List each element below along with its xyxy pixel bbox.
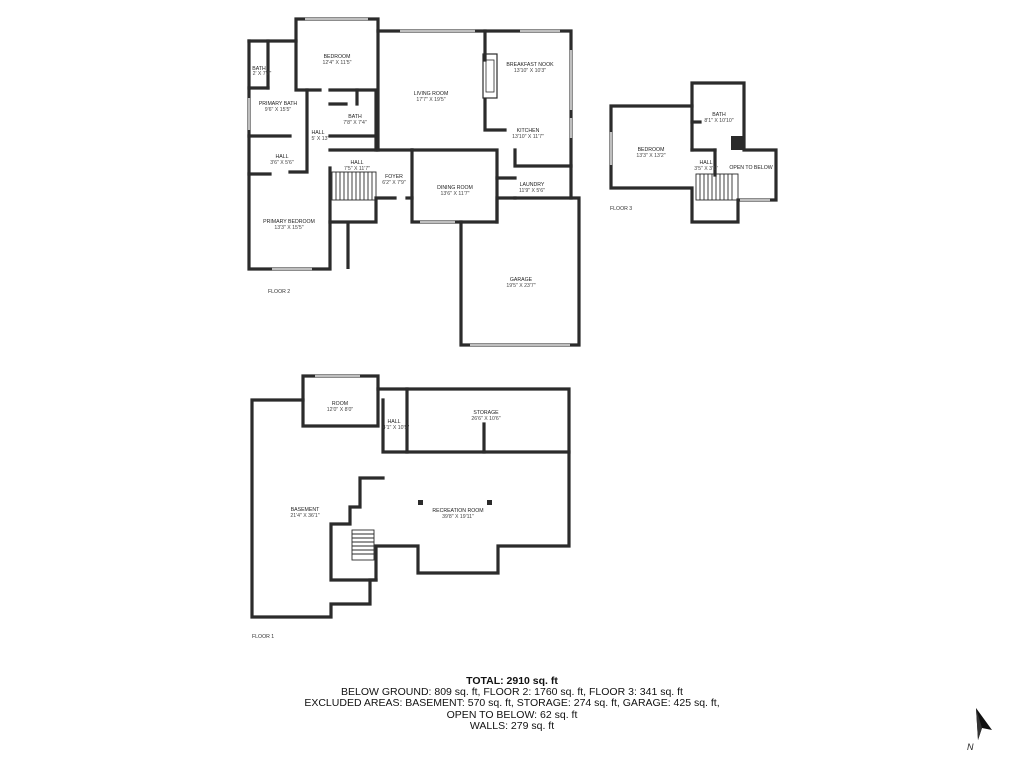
north-arrow-icon	[976, 708, 992, 740]
room-dims: 7'5" X 11'7"	[344, 166, 370, 172]
room-labels: BEDROOM 12'4" X 11'5" BATH 2' X 7'7" PRI…	[252, 54, 773, 640]
room-dims: 9'6" X 15'5"	[265, 107, 292, 113]
room-name: KITCHEN	[517, 128, 540, 134]
room-name: HALL	[388, 419, 401, 425]
room-dims: 3'6" X 5'6"	[270, 160, 294, 166]
room-name: BASEMENT	[291, 507, 320, 513]
room-dims: 8'1" X 10'10"	[704, 118, 733, 124]
room-name: HALL	[276, 154, 289, 160]
floor-2-plan	[247, 17, 581, 347]
room-name: OPEN TO BELOW	[729, 165, 772, 171]
room-dims: 13'3" X 15'5"	[274, 225, 303, 231]
room-dims: 17'7" X 19'5"	[416, 97, 445, 103]
room-name: BATH	[348, 114, 362, 120]
room-name: PRIMARY BATH	[259, 101, 298, 107]
room-name: ROOM	[332, 401, 348, 407]
room-name: RECREATION ROOM	[432, 508, 483, 514]
room-name: HALL	[700, 160, 713, 166]
floor-3-plan	[609, 81, 778, 224]
open-to-below-line: OPEN TO BELOW: 62 sq. ft	[446, 708, 578, 721]
room-name: LIVING ROOM	[414, 91, 449, 97]
room-dims: 7'8" X 7'4"	[343, 120, 367, 126]
room-name: PRIMARY BEDROOM	[263, 219, 315, 225]
total-area: TOTAL: 2910 sq. ft	[466, 675, 558, 687]
room-dims: 13'3" X 13'2"	[636, 153, 665, 159]
room-dims: 21'4" X 36'1"	[290, 513, 319, 519]
room-dims: 13'10" X 10'3"	[514, 68, 546, 74]
area-summary: TOTAL: 2910 sq. ft BELOW GROUND: 809 sq.…	[262, 675, 762, 732]
room-dims: 11'9" X 5'6"	[519, 188, 545, 194]
room-name: STORAGE	[473, 410, 499, 416]
room-dims: 13'6" X 11'7"	[441, 191, 470, 197]
walls-area-line: WALLS: 279 sq. ft	[469, 719, 555, 732]
area-breakdown-line: BELOW GROUND: 809 sq. ft, FLOOR 2: 1760 …	[341, 686, 683, 699]
room-name: DINING ROOM	[437, 185, 473, 191]
floor-3-label: FLOOR 3	[610, 206, 632, 212]
floor-1-plan	[250, 374, 571, 619]
room-dims: 6'2" X 7'9"	[382, 180, 406, 186]
room-name: BATH	[712, 112, 726, 118]
room-dims: 39'8" X 19'11"	[442, 514, 474, 520]
room-dims: 12'4" X 11'5"	[323, 60, 352, 66]
room-name: HALL	[351, 160, 364, 166]
room-name: BATH	[252, 66, 266, 72]
room-name: LAUNDRY	[520, 182, 545, 188]
room-dims: 13'10" X 11'7"	[512, 134, 544, 140]
room-dims: 12'0" X 8'0"	[327, 407, 354, 413]
room-dims: 4'1" X 10'5"	[383, 425, 410, 431]
room-name: GARAGE	[510, 277, 533, 283]
excluded-areas-line: EXCLUDED AREAS: BASEMENT: 570 sq. ft, ST…	[304, 697, 720, 710]
room-dims: 26'6" X 10'6"	[471, 416, 500, 422]
room-dims: 2' X 7'7"	[253, 71, 272, 77]
room-name: FOYER	[385, 174, 403, 180]
room-name: BEDROOM	[324, 54, 351, 60]
room-dims: 5' X 13'	[312, 136, 329, 142]
compass-label: N	[967, 742, 974, 752]
room-name: BREAKFAST NOOK	[506, 62, 554, 68]
room-name: BEDROOM	[638, 147, 665, 153]
room-dims: 3'5" X 3'1"	[694, 166, 718, 172]
floor-1-label: FLOOR 1	[252, 634, 274, 640]
room-dims: 19'5" X 23'7"	[506, 283, 535, 289]
room-name: HALL	[312, 130, 325, 136]
floor-2-label: FLOOR 2	[268, 289, 290, 295]
